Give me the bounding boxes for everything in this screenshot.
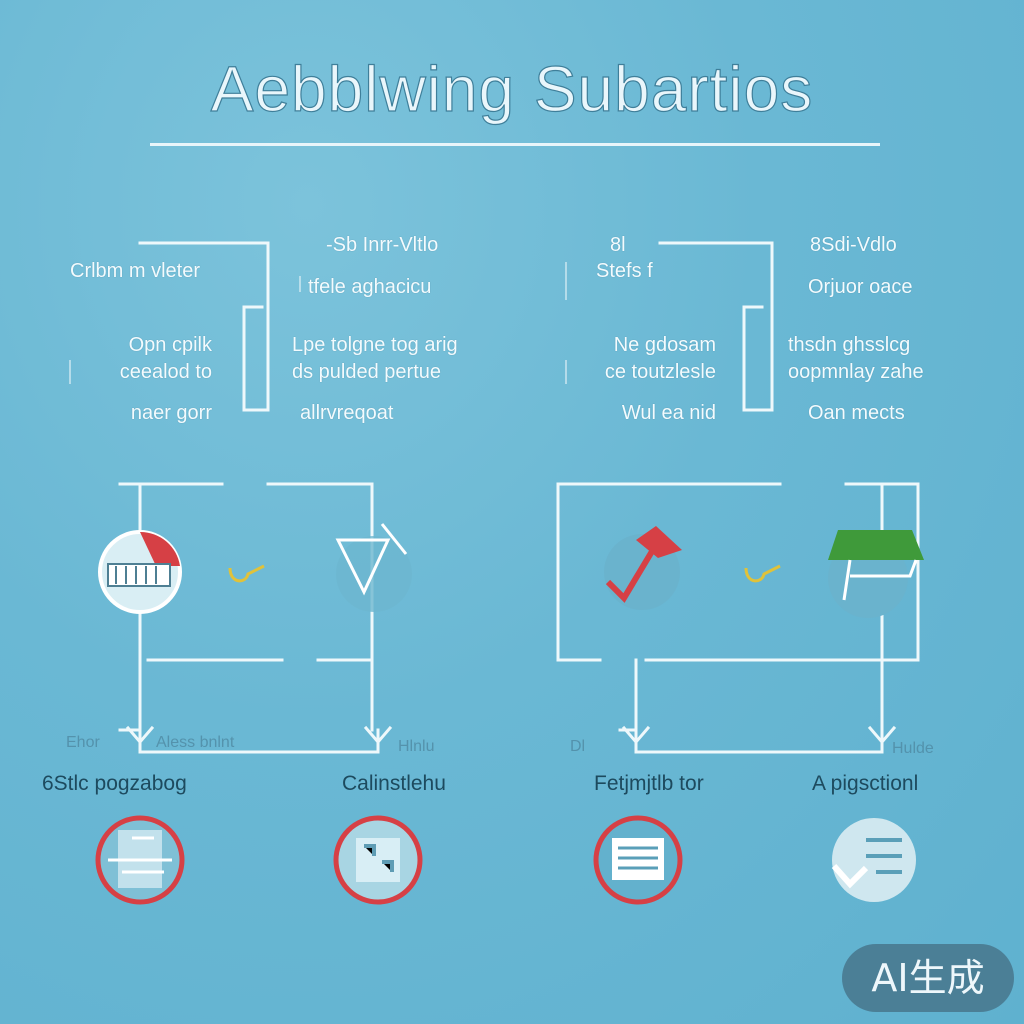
bracket-upper-left	[138, 241, 270, 412]
panel-right-text-1: 8l	[610, 234, 626, 256]
map-icon	[333, 815, 423, 905]
panel-left-text-1: Crlbm m vleter	[70, 260, 201, 282]
panel-left-header: -Sb Inrr-Vltlo	[326, 234, 439, 256]
flow-arrow-mid	[363, 725, 393, 745]
title-underline	[150, 143, 880, 146]
flow-left	[118, 728, 380, 754]
panel-left-text-4: naer gorr	[130, 402, 212, 424]
arrow-small-icon	[744, 564, 781, 583]
panel-left-right-text-3: ds pulded pertue	[292, 361, 442, 383]
flow-arrow-right-b	[867, 725, 897, 745]
caption-3: Fetjmjtlb tor	[594, 772, 704, 795]
panel-right-text-4: ce toutzlesle	[604, 361, 716, 383]
caption-1: 6Stlc pogzabog	[42, 772, 187, 795]
box-right	[556, 482, 920, 732]
page-title: Aebblwing Subartios	[210, 52, 814, 125]
chart-icon	[95, 815, 185, 905]
flow-arrow-right-a	[621, 725, 651, 745]
flow-label-4: Dl	[570, 738, 586, 755]
bracket-upper-right	[658, 241, 774, 412]
panel-right-text-2: Stefs f	[596, 260, 653, 282]
panel-left-text-3: ceealod to	[119, 361, 212, 383]
triangle-icon	[335, 523, 412, 612]
panel-right-right-text-1: Orjuor oace	[808, 276, 913, 298]
flow-right	[618, 728, 884, 754]
arrow-small-icon	[228, 564, 265, 583]
document-icon	[593, 815, 683, 905]
house-icon	[98, 530, 182, 614]
panel-right-header: 8Sdi-Vdlo	[810, 234, 897, 256]
caption-4: A pigsctionl	[812, 772, 919, 795]
panel-right-right-text-4: Oan mects	[808, 402, 905, 424]
box-left	[118, 482, 374, 732]
flow-label-5: Hulde	[892, 740, 934, 757]
flow-label-2: Aless bnlnt	[156, 734, 235, 751]
panel-left-right-text-2: Lpe tolgne tog arig	[292, 334, 458, 356]
panel-right-right-text-3: oopmnlay zahe	[788, 361, 924, 383]
red-check-icon	[604, 526, 682, 610]
panel-left-text-2: Opn cpilk	[128, 334, 212, 356]
panel-right-text-5: Wul ea nid	[621, 402, 716, 424]
flow-label-1: Ehor	[66, 734, 100, 751]
panel-right-right-text-2: thsdn ghsslcg	[788, 334, 911, 356]
panel-left-right-text-1: tfele aghacicu	[308, 276, 432, 298]
flow-label-3: Hlnlu	[398, 738, 435, 755]
flow-arrow-left	[125, 725, 155, 745]
green-roof-icon	[828, 530, 924, 618]
panel-left-right-text-4: allrvreqoat	[300, 402, 394, 424]
caption-2: Calinstlehu	[342, 772, 446, 795]
checklist-icon	[831, 818, 916, 902]
panel-right-text-3: Ne gdosam	[613, 334, 716, 356]
ai-generated-badge: AI生成	[842, 944, 1014, 1012]
